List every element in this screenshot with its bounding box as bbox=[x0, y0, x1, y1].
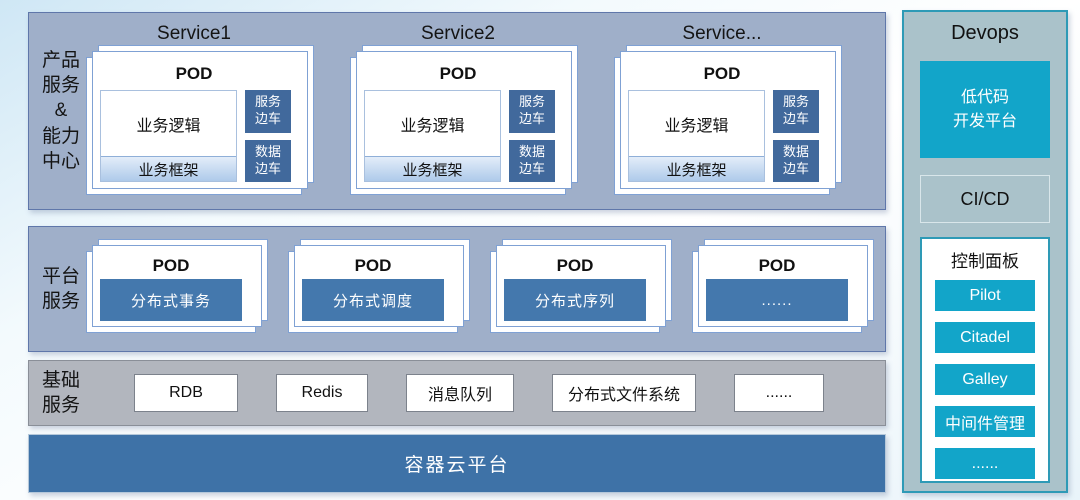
infra-items: RDB Redis 消息队列 分布式文件系统 ...... bbox=[86, 361, 885, 425]
container-cloud-platform-bar: 容器云平台 bbox=[28, 434, 886, 493]
service-sidecar-box: 服务边车 bbox=[509, 90, 555, 133]
business-logic-box: 业务逻辑 业务框架 bbox=[628, 90, 765, 182]
band1-label-line: 中心 bbox=[41, 150, 80, 172]
more-control-box: ...... bbox=[935, 448, 1035, 479]
pod-title: POD bbox=[439, 64, 477, 83]
distributed-sequence-box: 分布式序列 bbox=[504, 279, 646, 321]
business-logic-box: 业务逻辑 业务框架 bbox=[100, 90, 237, 182]
distributed-transaction-box: 分布式事务 bbox=[100, 279, 242, 321]
band1-label-line: & bbox=[54, 100, 68, 122]
platform-pod-card: POD 分布式序列 bbox=[490, 251, 660, 333]
band2-label-line: 服务 bbox=[41, 291, 80, 312]
platform-pod-card: POD 分布式调度 bbox=[288, 251, 458, 333]
band2-label: 平台 服务 bbox=[36, 227, 86, 351]
pod-title: POD bbox=[354, 256, 392, 275]
business-logic-label: 业务逻辑 bbox=[664, 117, 729, 135]
band3-label-line: 基础 bbox=[41, 369, 80, 391]
pod-title: POD bbox=[175, 64, 213, 83]
band1-label-line: 能力 bbox=[41, 125, 80, 147]
pod-card: POD 业务逻辑 业务框架 服务边车 数据边车 bbox=[86, 57, 302, 195]
control-panel-title: 控制面板 bbox=[951, 252, 1019, 271]
business-framework-strip: 业务框架 bbox=[365, 156, 500, 181]
service-title: Service1 bbox=[157, 23, 231, 44]
distributed-scheduling-box: 分布式调度 bbox=[302, 279, 444, 321]
business-logic-label: 业务逻辑 bbox=[400, 117, 465, 135]
band3-label-line: 服务 bbox=[41, 395, 80, 416]
middleware-management-box: 中间件管理 bbox=[935, 406, 1035, 437]
lowcode-line: 低代码 bbox=[960, 88, 1009, 106]
data-sidecar-box: 数据边车 bbox=[245, 139, 291, 182]
lowcode-line: 开发平台 bbox=[952, 112, 1017, 130]
service-sidecar-box: 服务边车 bbox=[773, 90, 819, 133]
lowcode-platform-box: 低代码 开发平台 bbox=[920, 61, 1050, 158]
band-product-capability: 产品 服务 & 能力 中心 Service1 POD 业务逻辑 业务框架 服务 bbox=[28, 12, 886, 210]
platform-pod-card: POD 分布式事务 bbox=[86, 251, 256, 333]
rdb-box: RDB bbox=[134, 374, 238, 412]
more-services-box: ...... bbox=[706, 279, 848, 321]
business-logic-box: 业务逻辑 业务框架 bbox=[364, 90, 501, 182]
pod-title: POD bbox=[758, 256, 796, 275]
more-infra-box: ...... bbox=[734, 374, 824, 412]
sidecars: 服务边车 数据边车 bbox=[245, 90, 291, 182]
data-sidecar-box: 数据边车 bbox=[773, 139, 819, 182]
message-queue-box: 消息队列 bbox=[406, 374, 514, 412]
service-sidecar-box: 服务边车 bbox=[245, 90, 291, 133]
pod-title: POD bbox=[152, 256, 190, 275]
service-title: Service2 bbox=[421, 23, 495, 44]
pod-body: 业务逻辑 业务框架 服务边车 数据边车 bbox=[87, 88, 301, 194]
galley-box: Galley bbox=[935, 364, 1035, 395]
data-sidecar-box: 数据边车 bbox=[509, 139, 555, 182]
band-basic-services: 基础 服务 RDB Redis 消息队列 分布式文件系统 ...... bbox=[28, 360, 886, 426]
band1-label-line: 产品 bbox=[41, 50, 80, 72]
pod-card: POD 业务逻辑 业务框架 服务边车 数据边车 bbox=[350, 57, 566, 195]
devops-panel: Devops 低代码 开发平台 CI/CD 控制面板 Pilot Citadel… bbox=[902, 10, 1068, 493]
citadel-box: Citadel bbox=[935, 322, 1035, 353]
band3-label: 基础 服务 bbox=[36, 361, 86, 425]
business-logic-label: 业务逻辑 bbox=[136, 117, 201, 135]
redis-box: Redis bbox=[276, 374, 368, 412]
pod-title: POD bbox=[703, 64, 741, 83]
pilot-box: Pilot bbox=[935, 280, 1035, 311]
service-group-3: Service... POD 业务逻辑 业务框架 服务边车 数据边车 bbox=[614, 23, 830, 209]
service-title: Service... bbox=[682, 23, 762, 44]
business-framework-strip: 业务框架 bbox=[629, 156, 764, 181]
band1-label: 产品 服务 & 能力 中心 bbox=[36, 13, 86, 209]
pod-body: 业务逻辑 业务框架 服务边车 数据边车 bbox=[615, 88, 829, 194]
pod-body: 业务逻辑 业务框架 服务边车 数据边车 bbox=[351, 88, 565, 194]
band1-label-line: 服务 bbox=[41, 75, 80, 97]
platform-pods: POD 分布式事务 POD 分布式调度 POD 分布式序列 POD ...... bbox=[86, 227, 885, 351]
devops-title: Devops bbox=[951, 22, 1019, 44]
business-framework-strip: 业务框架 bbox=[101, 156, 236, 181]
sidecars: 服务边车 数据边车 bbox=[509, 90, 555, 182]
pod-title: POD bbox=[556, 256, 594, 275]
platform-pod-card: POD ...... bbox=[692, 251, 862, 333]
cicd-box: CI/CD bbox=[920, 175, 1050, 223]
distributed-filesystem-box: 分布式文件系统 bbox=[552, 374, 696, 412]
service-groups: Service1 POD 业务逻辑 业务框架 服务边车 数据边车 bbox=[86, 13, 885, 209]
band2-label-line: 平台 bbox=[41, 265, 80, 287]
service-group-2: Service2 POD 业务逻辑 业务框架 服务边车 数据边车 bbox=[350, 23, 566, 209]
pod-card: POD 业务逻辑 业务框架 服务边车 数据边车 bbox=[614, 57, 830, 195]
control-panel: 控制面板 Pilot Citadel Galley 中间件管理 ...... bbox=[920, 237, 1050, 483]
service-group-1: Service1 POD 业务逻辑 业务框架 服务边车 数据边车 bbox=[86, 23, 302, 209]
sidecars: 服务边车 数据边车 bbox=[773, 90, 819, 182]
band-platform-services: 平台 服务 POD 分布式事务 POD 分布式调度 POD 分布式序列 POD … bbox=[28, 226, 886, 352]
